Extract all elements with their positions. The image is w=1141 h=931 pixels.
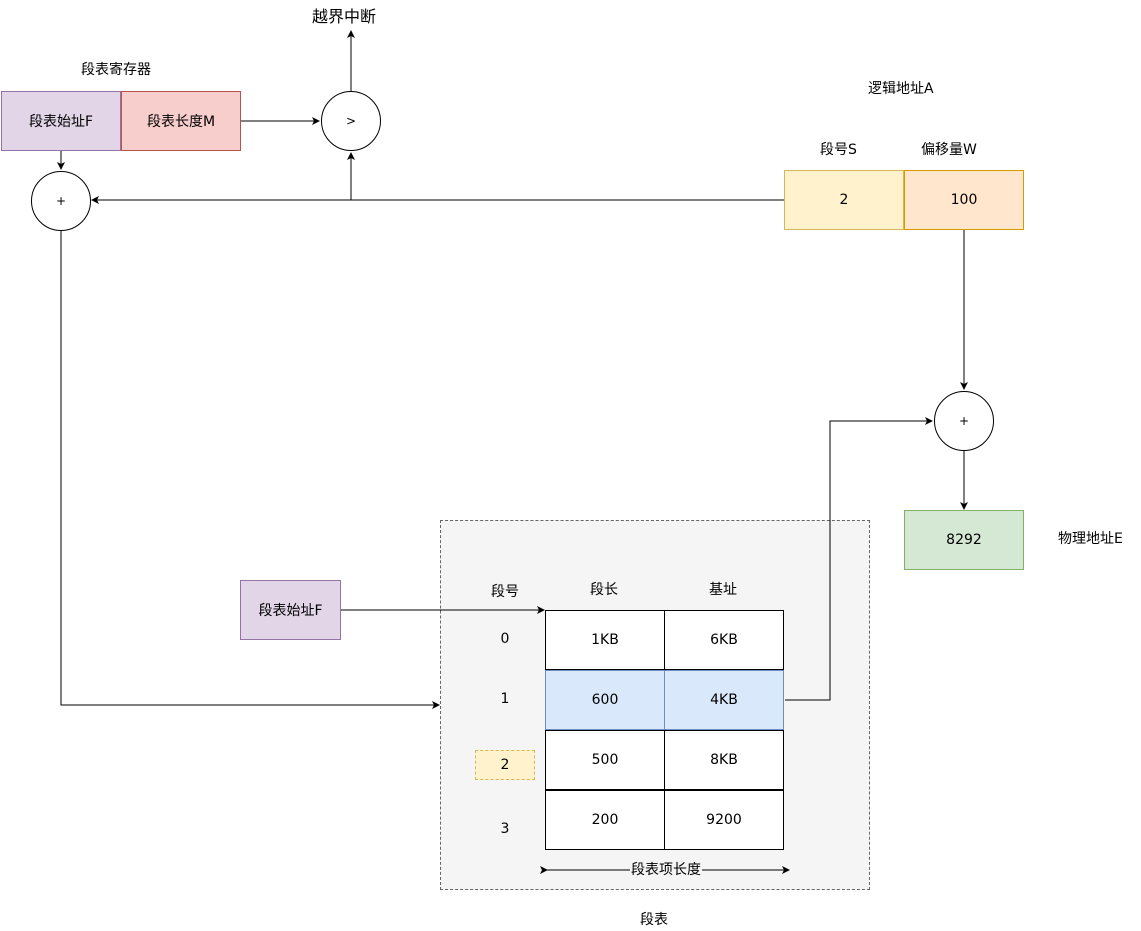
segment-number-3: 3: [500, 821, 510, 837]
segment-table-caption: 段表: [640, 912, 668, 928]
register-start-box: 段表始址F: [1, 91, 121, 151]
top-adder-symbol: +: [55, 194, 67, 208]
segment-number-2-box: 2: [475, 750, 535, 780]
cell-base-1-value: 4KB: [710, 692, 738, 708]
table-header-base: 基址: [709, 582, 737, 598]
cell-length-2-value: 500: [591, 752, 619, 768]
table-header-number: 段号: [491, 584, 519, 600]
segment-number-header: 段号S: [820, 142, 857, 158]
cell-length-3-value: 200: [591, 812, 619, 828]
table-start-label: 段表始址F: [258, 603, 323, 619]
register-title: 段表寄存器: [81, 62, 151, 78]
physical-address-box: 8292: [904, 510, 1024, 570]
table-header-length: 段长: [590, 582, 618, 598]
cell-length-1: 600: [545, 670, 665, 730]
cell-base-0-value: 6KB: [710, 632, 738, 648]
right-adder-circle: +: [934, 391, 994, 451]
register-length-box: 段表长度M: [121, 91, 241, 151]
arrow-base-to-adder: [785, 417, 933, 701]
cell-base-2: 8KB: [664, 730, 784, 790]
compare-circle: >: [321, 91, 381, 151]
compare-symbol: >: [345, 114, 357, 128]
offset-box: 100: [904, 170, 1024, 230]
right-adder-symbol: +: [958, 414, 970, 428]
overflow-label: 越界中断: [312, 7, 377, 26]
offset-value: 100: [950, 192, 978, 208]
cell-base-0: 6KB: [664, 610, 784, 670]
cell-base-3-value: 9200: [706, 812, 742, 828]
register-start-label: 段表始址F: [28, 114, 94, 130]
arrow-adder-to-table: [60, 231, 440, 709]
register-length-label: 段表长度M: [146, 114, 216, 130]
entry-length-label: 段表项长度: [630, 861, 702, 879]
offset-header: 偏移量W: [921, 142, 977, 158]
segment-number-1: 1: [500, 691, 510, 707]
cell-length-0-value: 1KB: [591, 632, 619, 648]
segment-number-2: 2: [500, 757, 510, 773]
cell-length-0: 1KB: [545, 610, 665, 670]
table-start-box: 段表始址F: [240, 580, 341, 640]
cell-length-3: 200: [545, 790, 665, 850]
physical-address-value: 8292: [946, 532, 982, 548]
logical-address-title: 逻辑地址A: [868, 81, 934, 97]
cell-length-2: 500: [545, 730, 665, 790]
cell-base-1: 4KB: [664, 670, 784, 730]
top-adder-circle: +: [31, 171, 91, 231]
cell-base-2-value: 8KB: [710, 752, 738, 768]
cell-length-1-value: 600: [591, 692, 619, 708]
segment-number-value: 2: [839, 192, 849, 208]
physical-address-label: 物理地址E: [1058, 531, 1123, 547]
segment-number-0: 0: [500, 631, 510, 647]
cell-base-3: 9200: [664, 790, 784, 850]
segment-number-box: 2: [784, 170, 904, 230]
